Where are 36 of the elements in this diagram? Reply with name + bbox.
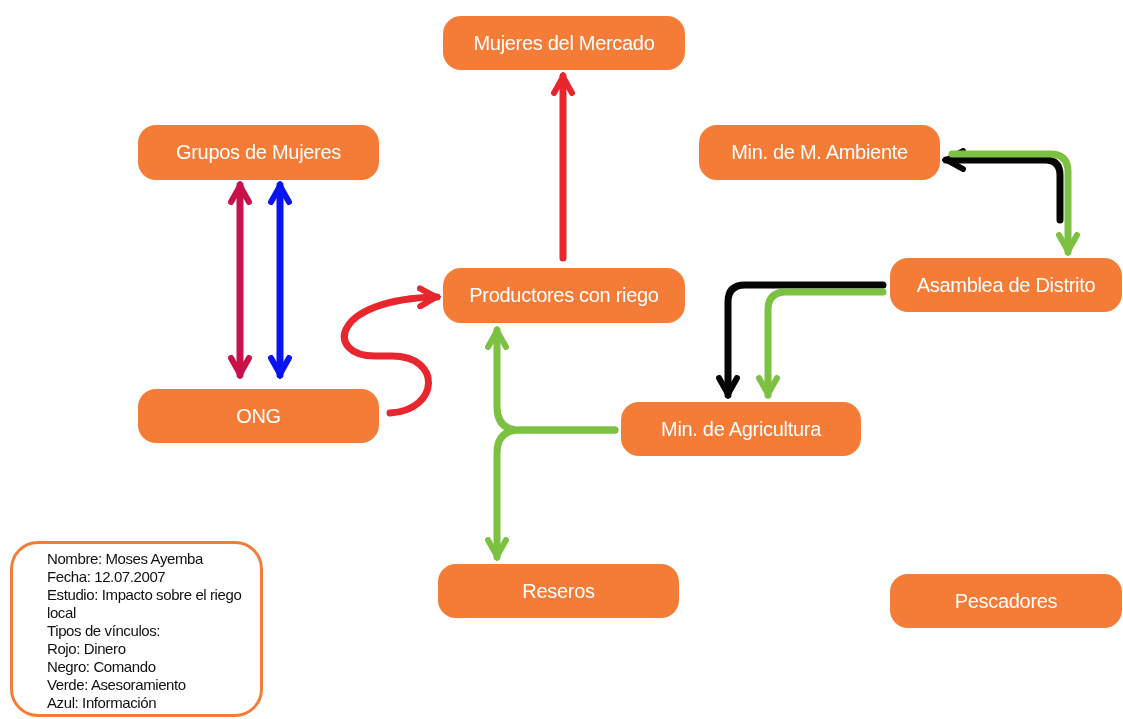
arrow xyxy=(716,281,887,399)
info-text: Verde: Asesoramiento xyxy=(47,676,186,694)
info-text: Azul: Información xyxy=(47,694,157,712)
rounded-box xyxy=(438,564,679,618)
rounded-box xyxy=(443,16,685,70)
node-label: ONG xyxy=(236,404,281,428)
node-label: Min. de M. Ambiente xyxy=(731,141,908,164)
node-label: Mujeres del Mercado xyxy=(473,31,655,55)
rounded-box xyxy=(138,125,379,180)
info-text: Rojo: Dinero xyxy=(47,640,126,658)
arrow xyxy=(341,286,441,417)
info-text: Estudio: Impacto sobre el riego local xyxy=(47,586,243,622)
arrow xyxy=(485,426,619,561)
node-label: Productores con riego xyxy=(469,284,659,307)
arrow xyxy=(551,72,575,262)
info-text: Fecha: 12.07.2007 xyxy=(47,568,166,586)
arrow xyxy=(228,181,252,379)
arrow xyxy=(948,150,1080,256)
node-label: Grupos de Mujeres xyxy=(176,141,341,164)
info-text: Tipos de vínculos: xyxy=(47,622,161,640)
rounded-box xyxy=(890,574,1122,628)
node-label: Min. de Agricultura xyxy=(661,417,821,441)
rounded-box xyxy=(443,268,685,323)
rounded-box xyxy=(138,389,379,443)
info-text: Nombre: Moses Ayemba xyxy=(47,550,203,568)
arrow xyxy=(942,148,1064,224)
rounded-box xyxy=(890,258,1122,312)
rounded-box xyxy=(699,125,940,180)
node-label: Pescadores xyxy=(954,589,1058,613)
arrow xyxy=(268,181,292,379)
info-text: Negro: Comando xyxy=(47,658,156,676)
node-label: Asamblea de Distrito xyxy=(916,273,1096,297)
arrow xyxy=(756,288,887,399)
info-card xyxy=(10,541,263,717)
node-label: Reseros xyxy=(522,579,595,603)
rounded-box xyxy=(621,402,861,456)
